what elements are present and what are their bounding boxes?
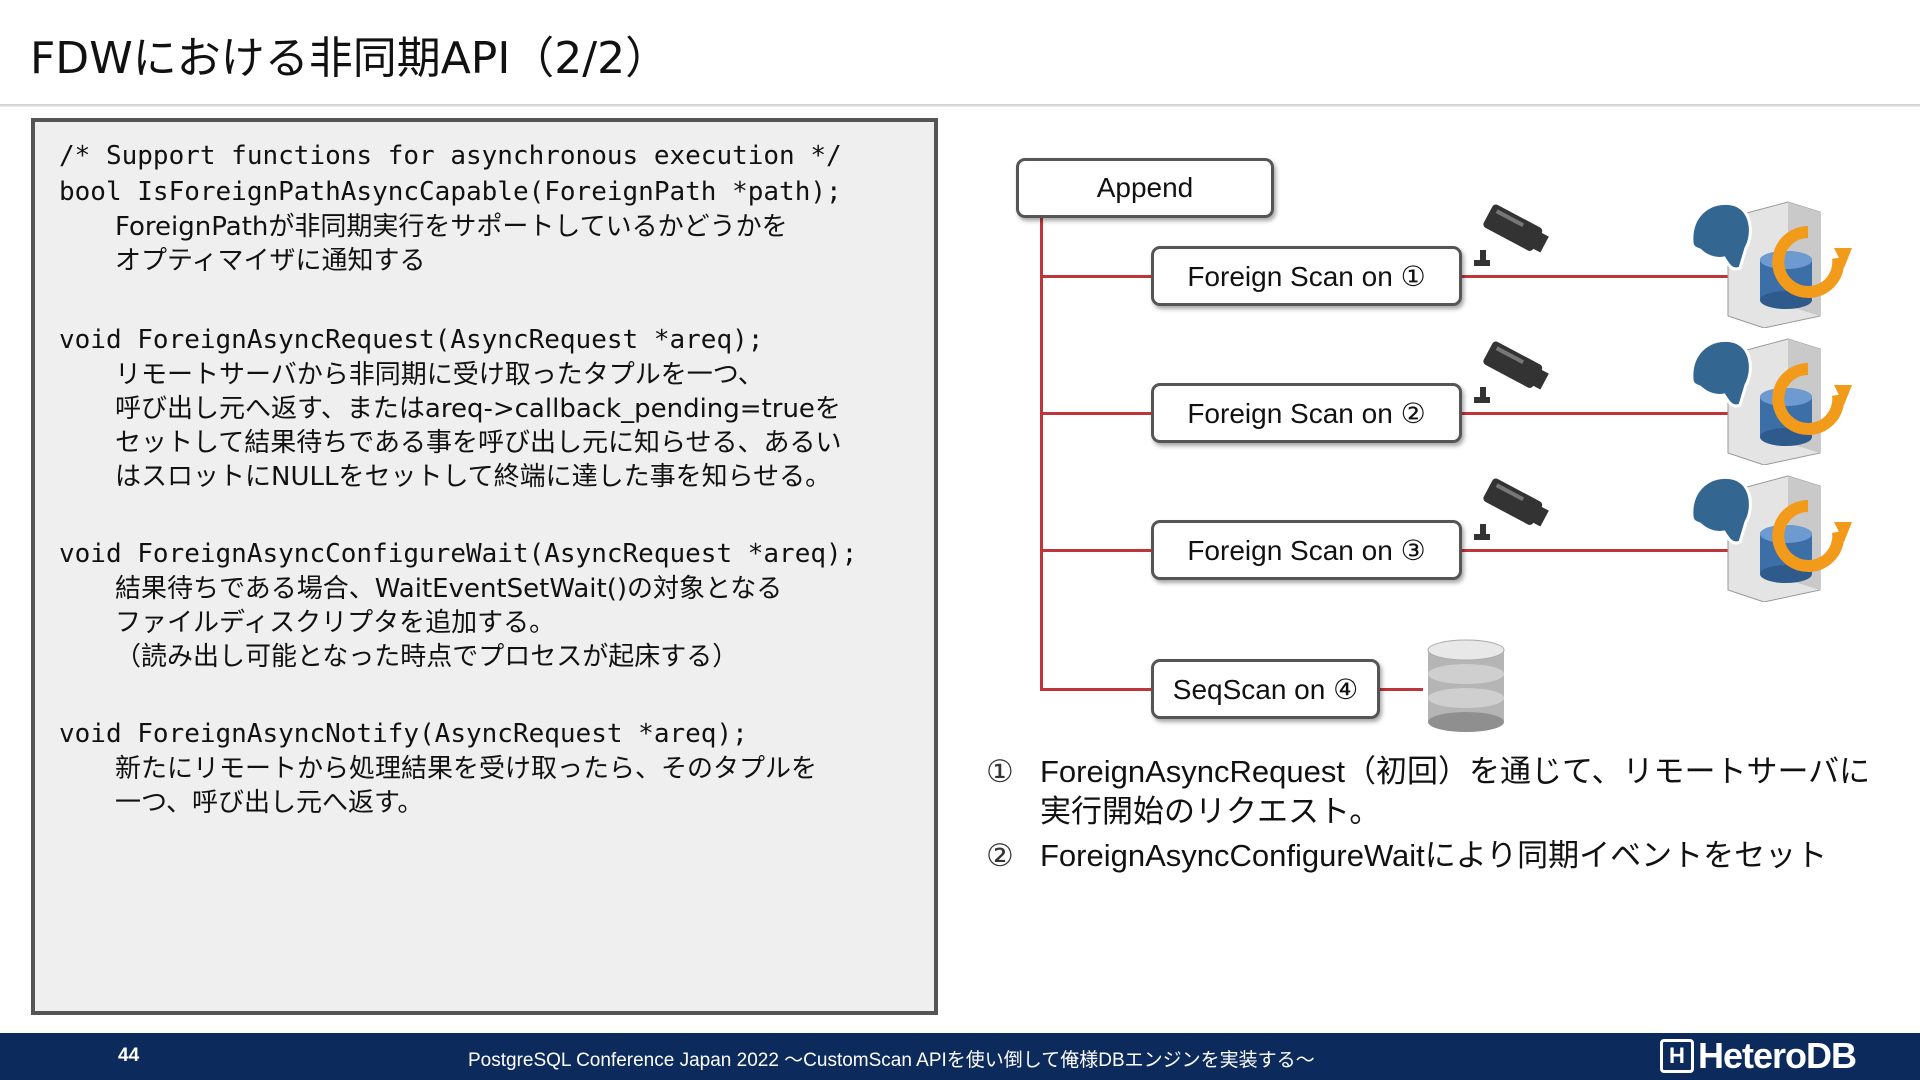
note-text: ForeignAsyncConfigureWaitにより同期イベントをセット <box>1040 838 1828 873</box>
foreign-scan-node-2: Foreign Scan on ② <box>1151 383 1462 443</box>
code-line: bool IsForeignPathAsyncCapable(ForeignPa… <box>59 177 842 207</box>
note-number: ② <box>986 838 1014 873</box>
code-section-async-capable: /* Support functions for asynchronous ex… <box>59 138 842 278</box>
code-panel: /* Support functions for asynchronous ex… <box>31 118 938 1015</box>
postgres-server-icon <box>1690 475 1852 602</box>
remote-line-1 <box>1460 275 1730 278</box>
description-line: リモートサーバから非同期に受け取ったタプルを一つ、 <box>115 360 764 390</box>
postgres-server-icon <box>1690 201 1852 328</box>
remote-line-2 <box>1460 412 1730 415</box>
title-divider <box>0 104 1920 107</box>
remote-line-3 <box>1460 549 1730 552</box>
logo-mark: H <box>1660 1039 1694 1073</box>
page-title: FDWにおける非同期API（2/2） <box>30 33 670 84</box>
description-line: オプティマイザに通知する <box>115 246 426 276</box>
description-line: はスロットにNULLをセットして終端に達した事を知らせる。 <box>115 462 832 492</box>
seq-scan-node-4: SeqScan on ④ <box>1151 659 1380 719</box>
camera-icon <box>1474 204 1549 266</box>
description-line: 呼び出し元へ返す、またはareq->callback_pending=trueを <box>115 394 841 424</box>
description-line: ファイルディスクリプタを追加する。 <box>115 608 556 638</box>
code-line: void ForeignAsyncRequest(AsyncRequest *a… <box>59 325 764 355</box>
local-line-4 <box>1377 688 1423 691</box>
database-icon <box>1427 639 1505 732</box>
note-number: ① <box>986 754 1014 789</box>
note-item: ② ForeignAsyncConfigureWaitにより同期イベントをセット <box>986 836 1886 876</box>
note-item: ① ForeignAsyncRequest（初回）を通じて、リモートサーバに実行… <box>986 752 1886 832</box>
code-line: /* Support functions for asynchronous ex… <box>59 141 842 171</box>
code-line: void ForeignAsyncNotify(AsyncRequest *ar… <box>59 719 748 749</box>
description-line: セットして結果待ちである事を呼び出し元に知らせる、あるい <box>115 428 842 458</box>
append-trunk-line <box>1040 214 1043 690</box>
connector-line-2 <box>1040 412 1152 415</box>
code-section-async-request: void ForeignAsyncRequest(AsyncRequest *a… <box>59 322 841 494</box>
description-line: ForeignPathが非同期実行をサポートしているかどうかを <box>115 212 788 242</box>
append-node: Append <box>1016 158 1274 218</box>
footer-bar: 44 PostgreSQL Conference Japan 2022 〜Cus… <box>0 1033 1920 1080</box>
logo-text: HeteroDB <box>1698 1035 1857 1076</box>
connector-line-4 <box>1040 688 1152 691</box>
description-line: 一つ、呼び出し元へ返す。 <box>115 788 424 818</box>
connector-line-1 <box>1040 275 1152 278</box>
postgres-server-icon <box>1690 338 1852 465</box>
heterodb-logo: H HeteroDB <box>1660 1035 1857 1076</box>
connector-line-3 <box>1040 549 1152 552</box>
footer-caption: PostgreSQL Conference Japan 2022 〜Custom… <box>468 1050 1315 1071</box>
code-line: void ForeignAsyncConfigureWait(AsyncRequ… <box>59 539 858 569</box>
notes-list: ① ForeignAsyncRequest（初回）を通じて、リモートサーバに実行… <box>986 752 1886 880</box>
description-line: 新たにリモートから処理結果を受け取ったら、そのタプルを <box>115 754 818 784</box>
code-section-configure-wait: void ForeignAsyncConfigureWait(AsyncRequ… <box>59 536 857 674</box>
page-number: 44 <box>118 1045 140 1066</box>
description-line: （読み出し可能となった時点でプロセスが起床する） <box>115 642 739 672</box>
note-text: ForeignAsyncRequest（初回）を通じて、リモートサーバに実行開始… <box>1040 754 1871 829</box>
camera-icon <box>1474 341 1549 403</box>
description-line: 結果待ちである場合、WaitEventSetWait()の対象となる <box>115 574 783 604</box>
foreign-scan-node-3: Foreign Scan on ③ <box>1151 520 1462 580</box>
camera-icon <box>1474 478 1549 540</box>
code-section-async-notify: void ForeignAsyncNotify(AsyncRequest *ar… <box>59 716 817 820</box>
foreign-scan-node-1: Foreign Scan on ① <box>1151 246 1462 306</box>
